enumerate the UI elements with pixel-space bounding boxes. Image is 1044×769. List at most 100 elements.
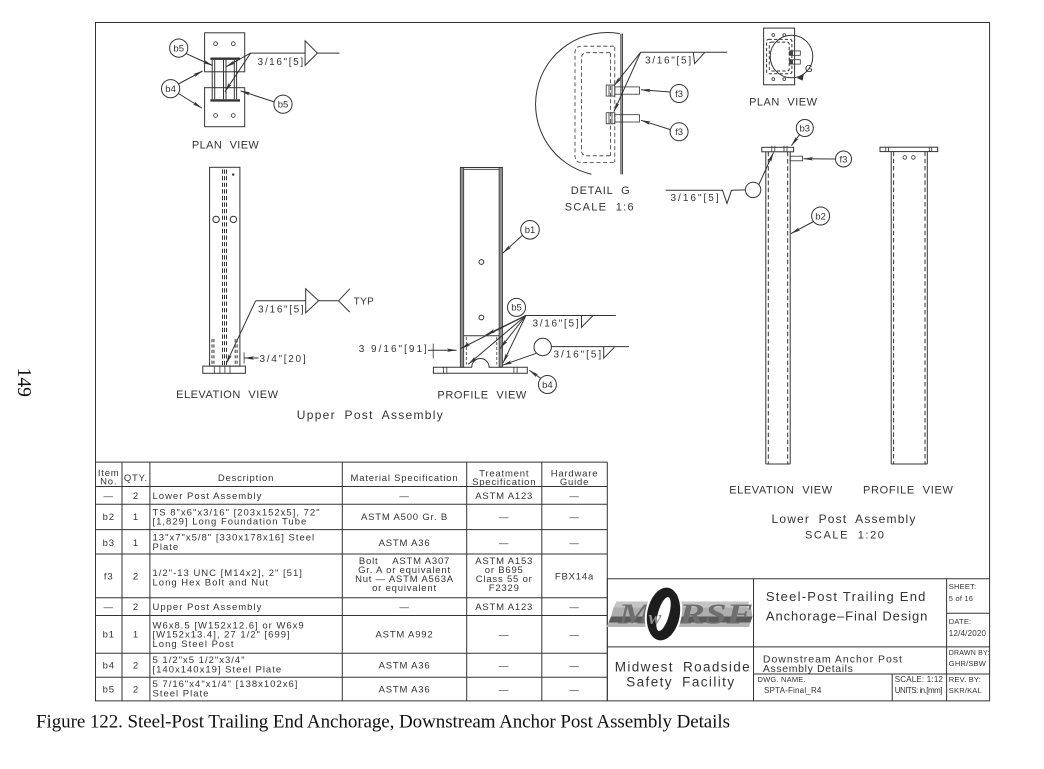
- svg-text:1: 1: [133, 512, 139, 523]
- svg-text:PROFILE VIEW: PROFILE VIEW: [863, 485, 954, 497]
- svg-text:3/16"[5]: 3/16"[5]: [533, 319, 580, 330]
- svg-text:—: —: [569, 685, 579, 696]
- svg-text:F2329: F2329: [489, 583, 520, 594]
- svg-text:Class 55 or: Class 55 or: [476, 574, 533, 585]
- svg-text:5 1/2"x5 1/2"x3/4": 5 1/2"x5 1/2"x3/4": [153, 655, 246, 666]
- svg-text:ASTM A36: ASTM A36: [379, 685, 431, 696]
- svg-text:Anchorage–Final Design: Anchorage–Final Design: [766, 608, 928, 623]
- svg-text:f3: f3: [104, 572, 114, 583]
- svg-text:QTY.: QTY.: [124, 473, 148, 484]
- svg-text:Nut — ASTM A563A: Nut — ASTM A563A: [355, 574, 454, 585]
- svg-text:Bolt ASTM A307: Bolt ASTM A307: [359, 556, 450, 567]
- svg-text:b5: b5: [173, 43, 184, 54]
- svg-text:—: —: [569, 538, 579, 549]
- svg-text:12/4/2020: 12/4/2020: [949, 629, 987, 638]
- svg-text:Plate: Plate: [153, 542, 180, 553]
- svg-text:1: 1: [133, 630, 139, 641]
- svg-text:ELEVATION VIEW: ELEVATION VIEW: [176, 389, 279, 401]
- svg-text:Upper Post Assembly: Upper Post Assembly: [153, 602, 263, 613]
- svg-text:SCALE 1:20: SCALE 1:20: [805, 530, 885, 542]
- svg-text:3/16"[5]: 3/16"[5]: [258, 57, 304, 68]
- svg-text:3/16"[5]: 3/16"[5]: [645, 56, 692, 67]
- svg-text:5 of 16: 5 of 16: [949, 594, 973, 603]
- svg-text:ASTM A36: ASTM A36: [379, 661, 431, 672]
- svg-text:f3: f3: [675, 127, 683, 138]
- svg-text:[W152x13.4], 27 1/2" [699]: [W152x13.4], 27 1/2" [699]: [153, 630, 291, 641]
- svg-text:ASTM A992: ASTM A992: [376, 630, 434, 641]
- svg-text:—: —: [399, 602, 409, 613]
- svg-text:SHEET:: SHEET:: [949, 582, 976, 591]
- svg-text:Gr. A or equivalent: Gr. A or equivalent: [358, 565, 451, 576]
- svg-text:2: 2: [133, 685, 139, 696]
- svg-text:DWG. NAME.: DWG. NAME.: [758, 675, 806, 684]
- svg-text:f3: f3: [675, 89, 683, 100]
- svg-text:Midwest Roadside: Midwest Roadside: [615, 660, 751, 675]
- svg-text:SKR/KAL: SKR/KAL: [949, 686, 982, 695]
- svg-text:Assembly Details: Assembly Details: [763, 663, 853, 675]
- svg-text:b2: b2: [103, 512, 115, 523]
- svg-text:—: —: [104, 602, 114, 613]
- svg-text:—: —: [569, 661, 579, 672]
- svg-text:—: —: [499, 538, 509, 549]
- svg-text:—: —: [499, 685, 509, 696]
- svg-text:ASTM A123: ASTM A123: [475, 491, 533, 502]
- svg-text:ASTM A500 Gr. B: ASTM A500 Gr. B: [361, 512, 448, 523]
- svg-text:Long Hex Bolt and Nut: Long Hex Bolt and Nut: [153, 577, 270, 588]
- svg-text:—: —: [104, 491, 114, 502]
- svg-text:No.: No.: [100, 477, 117, 488]
- svg-text:2: 2: [133, 572, 139, 583]
- svg-text:1/2"-13 UNC [M14x2], 2" [51]: 1/2"-13 UNC [M14x2], 2" [51]: [153, 568, 303, 579]
- svg-text:—: —: [569, 630, 579, 641]
- svg-text:Description: Description: [218, 473, 274, 484]
- svg-text:Downstream Anchor Post: Downstream Anchor Post: [763, 654, 902, 666]
- svg-text:—: —: [569, 602, 579, 613]
- svg-text:SCALE: 1:12: SCALE: 1:12: [895, 675, 944, 684]
- svg-text:DATE:: DATE:: [949, 617, 972, 626]
- svg-text:or equivalent: or equivalent: [372, 583, 437, 594]
- svg-text:MwRSF: MwRSF: [617, 600, 753, 631]
- svg-text:UNITS: in.[mm]: UNITS: in.[mm]: [895, 686, 943, 695]
- svg-text:REV. BY:: REV. BY:: [949, 675, 981, 684]
- svg-text:TS 8"x6"x3/16" [203x152x5], 72: TS 8"x6"x3/16" [203x152x5], 72": [153, 507, 321, 518]
- svg-text:FBX14a: FBX14a: [555, 572, 594, 583]
- svg-text:—: —: [569, 512, 579, 523]
- svg-text:—: —: [499, 661, 509, 672]
- svg-text:1: 1: [133, 538, 139, 549]
- svg-text:149: 149: [13, 368, 34, 397]
- svg-text:or B695: or B695: [485, 565, 524, 576]
- svg-text:b5: b5: [103, 685, 115, 696]
- svg-text:GHR/SBW: GHR/SBW: [949, 659, 987, 668]
- svg-text:DETAIL G: DETAIL G: [571, 185, 631, 197]
- svg-text:ELEVATION VIEW: ELEVATION VIEW: [729, 485, 833, 497]
- svg-text:3 9/16"[91]: 3 9/16"[91]: [359, 344, 428, 355]
- svg-text:—: —: [399, 491, 409, 502]
- svg-text:PLAN VIEW: PLAN VIEW: [749, 97, 818, 109]
- svg-text:[1,829] Long Foundation Tube: [1,829] Long Foundation Tube: [153, 517, 308, 528]
- svg-text:f3: f3: [840, 154, 848, 165]
- svg-text:Treatment: Treatment: [479, 469, 529, 480]
- svg-text:PROFILE VIEW: PROFILE VIEW: [437, 390, 527, 402]
- svg-text:5 7/16"x4"x1/4" [138x102x6]: 5 7/16"x4"x1/4" [138x102x6]: [153, 679, 299, 690]
- svg-text:TYP: TYP: [354, 297, 375, 308]
- svg-text:ASTM A153: ASTM A153: [475, 556, 533, 567]
- svg-text:b4: b4: [542, 380, 553, 391]
- svg-text:ASTM A36: ASTM A36: [379, 538, 431, 549]
- svg-text:b1: b1: [103, 630, 115, 641]
- svg-text:Figure 122. Steel-Post Trailin: Figure 122. Steel-Post Trailing End Anch…: [36, 712, 730, 733]
- svg-text:3/16"[5]: 3/16"[5]: [258, 305, 304, 316]
- svg-text:b4: b4: [103, 661, 115, 672]
- svg-text:—: —: [499, 630, 509, 641]
- svg-text:—: —: [499, 512, 509, 523]
- svg-text:3/16"[5]: 3/16"[5]: [671, 193, 720, 204]
- svg-text:Lower Post Assembly: Lower Post Assembly: [772, 512, 917, 526]
- svg-text:2: 2: [133, 491, 139, 502]
- svg-text:Safety Facility: Safety Facility: [626, 675, 735, 690]
- svg-text:SPTA-Final_R4: SPTA-Final_R4: [764, 686, 822, 695]
- svg-text:b3: b3: [800, 123, 811, 134]
- svg-text:[140x140x19] Steel Plate: [140x140x19] Steel Plate: [153, 665, 283, 676]
- svg-text:Guide: Guide: [560, 477, 589, 488]
- svg-text:3/16"[5]: 3/16"[5]: [554, 350, 602, 361]
- svg-text:G: G: [805, 64, 813, 75]
- svg-text:b2: b2: [815, 211, 826, 222]
- svg-text:ASTM A123: ASTM A123: [475, 602, 533, 613]
